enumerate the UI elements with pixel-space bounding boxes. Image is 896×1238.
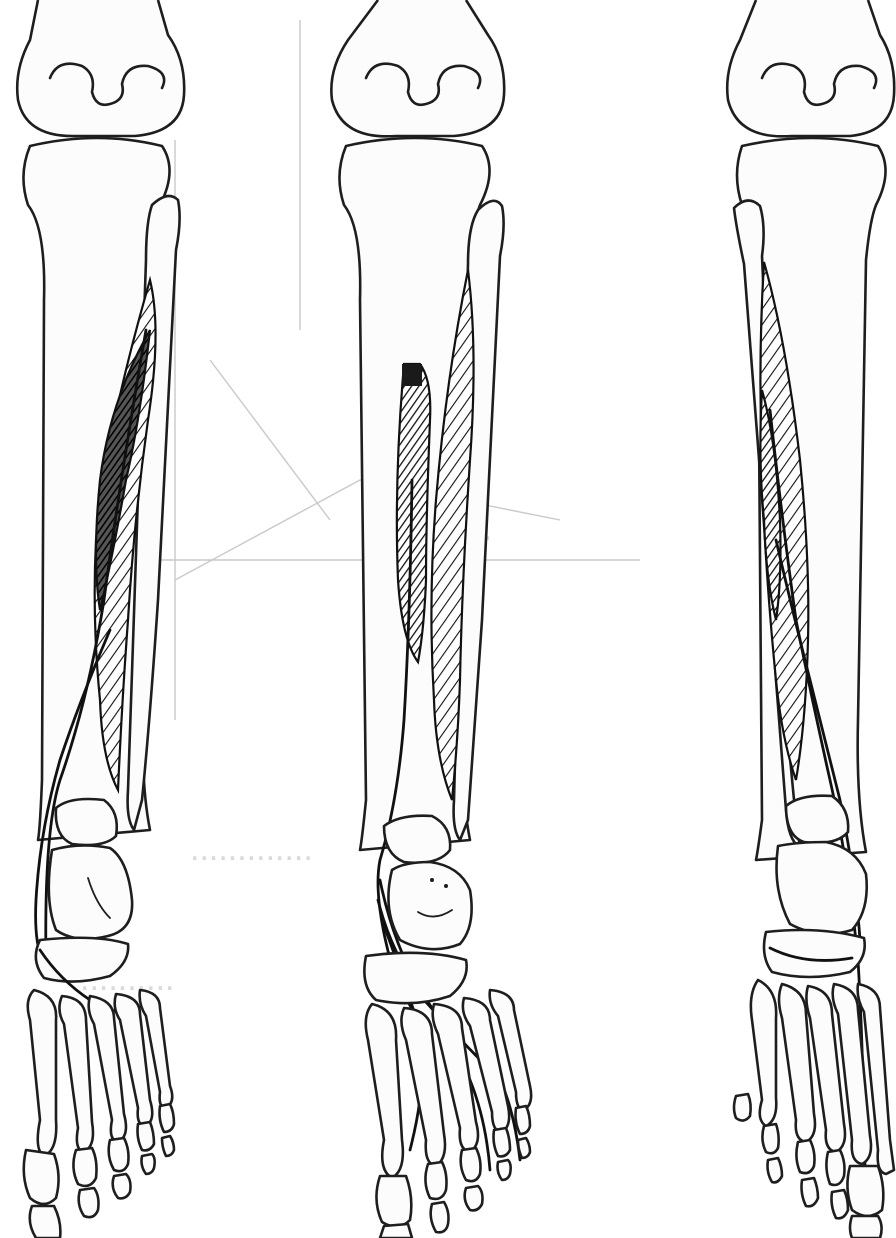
left-leg-panel <box>17 0 184 1238</box>
navicular-bone <box>364 953 466 1003</box>
femur-condyles <box>17 0 184 136</box>
talus-bone <box>786 796 848 843</box>
talus-bone <box>384 816 450 863</box>
calcaneus-bone <box>49 845 132 938</box>
calcaneus-bone <box>777 842 867 934</box>
femur-condyles <box>331 0 504 136</box>
talus-bone <box>56 799 117 845</box>
svg-text:.............: ............. <box>190 830 313 868</box>
right-leg-panel <box>727 0 894 1238</box>
calcaneus-bone <box>388 862 471 949</box>
middle-leg-panel <box>331 0 531 1238</box>
muscle-origin-dark <box>402 364 422 386</box>
